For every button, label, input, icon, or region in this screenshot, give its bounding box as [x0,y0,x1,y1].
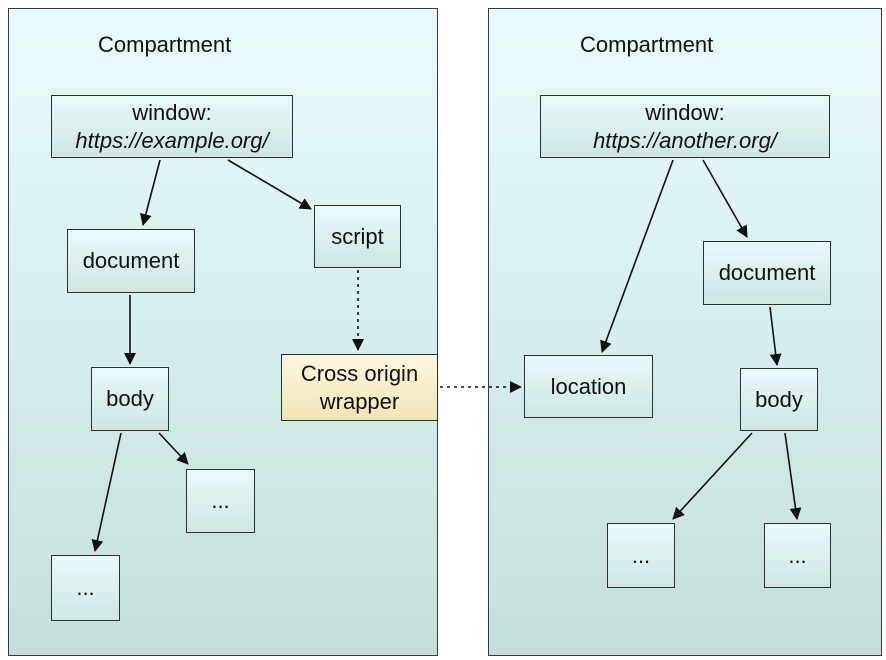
left-window-label: window: [132,100,212,125]
wrapper-label-line1: Cross origin [300,361,419,386]
left-child-label-1: ... [211,488,230,514]
left-script-node: script [314,205,401,268]
right-body-label: body [755,386,803,412]
right-compartment-title: Compartment [580,32,714,57]
right-body-node: body [740,368,818,431]
left-document-node: document [67,229,195,293]
right-child-label-2: ... [788,542,807,568]
right-document-label: document [718,260,816,286]
right-location-label: location [550,373,627,399]
left-document-label: document [82,248,180,274]
right-document-node: document [703,241,831,305]
left-body-label: body [106,386,154,412]
left-script-label: script [331,223,384,249]
right-window-node: window: https://another.org/ [540,95,830,158]
left-child-node-2: ... [51,555,120,621]
right-child-label-1: ... [631,542,651,568]
left-child-node-1: ... [186,469,255,533]
wrapper-label-line2: wrapper [319,388,400,414]
right-child-node-2: ... [764,523,831,588]
right-window-origin: https://another.org/ [593,127,777,153]
right-window-label: window: [645,100,725,125]
left-compartment-title: Compartment [98,32,232,57]
left-window-origin: https://example.org/ [75,127,269,153]
left-window-node: window: https://example.org/ [51,95,293,158]
left-child-label-2: ... [76,575,95,601]
left-body-node: body [91,367,169,431]
right-location-node: location [524,355,653,418]
cross-origin-wrapper-node: Cross origin wrapper [281,354,438,421]
right-child-node-1: ... [607,523,675,588]
